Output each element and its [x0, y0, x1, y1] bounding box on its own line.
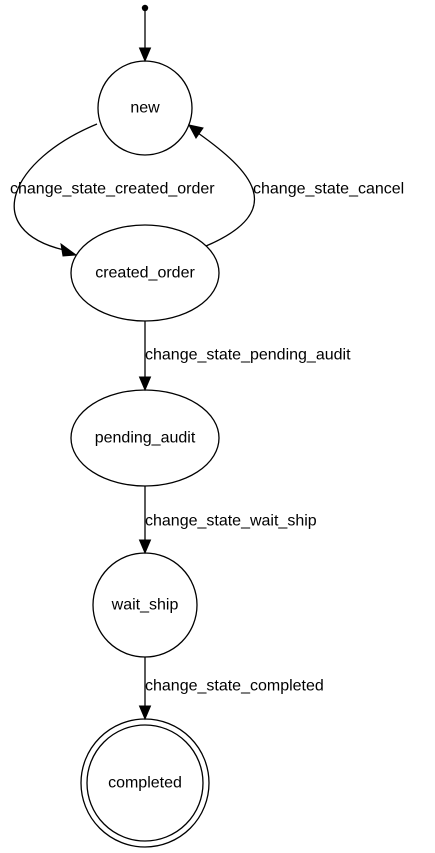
transition-new-to-created-order-line — [13, 123, 98, 251]
transition-created-order-to-pending-audit[interactable]: change_state_pending_audit — [138, 321, 352, 392]
transition-wait-ship-to-completed[interactable]: change_state_completed — [138, 657, 324, 721]
state-node-wait-ship-label: wait_ship — [111, 597, 179, 614]
state-node-pending-audit-label: pending_audit — [95, 430, 196, 447]
transition-created-order-to-pending-audit-arrowhead — [138, 376, 152, 392]
transition-new-to-created-order-arrowhead — [60, 242, 78, 257]
transition-new-to-created-order[interactable]: change_state_created_order — [10, 123, 215, 257]
transition-new-to-created-order-label: change_state_created_order — [10, 181, 215, 198]
state-node-wait-ship[interactable]: wait_ship — [92, 552, 198, 658]
state-node-created-order-label: created_order — [95, 265, 195, 282]
state-node-completed[interactable]: completed — [80, 718, 210, 848]
state-node-new[interactable]: new — [97, 60, 193, 156]
state-node-new-circle — [97, 60, 193, 156]
state-node-created-order[interactable]: created_order — [70, 224, 220, 322]
transition-pending-audit-to-wait-ship[interactable]: change_state_wait_ship — [138, 486, 317, 555]
transition-created-order-to-new[interactable]: change_state_cancel — [188, 124, 404, 247]
transition-pending-audit-to-wait-ship-label: change_state_wait_ship — [145, 513, 317, 530]
transition-created-order-to-new-arrowhead — [188, 124, 204, 139]
transition-created-order-to-new-line — [197, 132, 256, 247]
edge-initial-to-new-arrowhead — [138, 47, 152, 63]
state-node-pending-audit[interactable]: pending_audit — [70, 389, 220, 487]
state-node-completed-inner-circle — [86, 724, 204, 842]
transition-wait-ship-to-completed-label: change_state_completed — [145, 678, 324, 695]
state-node-completed-label: completed — [108, 775, 182, 792]
transition-pending-audit-to-wait-ship-arrowhead — [138, 539, 152, 555]
transition-wait-ship-to-completed-arrowhead — [138, 705, 152, 721]
state-node-new-label: new — [130, 100, 160, 117]
initial-state-dot — [141, 4, 149, 12]
transition-created-order-to-new-label: change_state_cancel — [253, 181, 404, 198]
transition-created-order-to-pending-audit-label: change_state_pending_audit — [145, 347, 351, 364]
